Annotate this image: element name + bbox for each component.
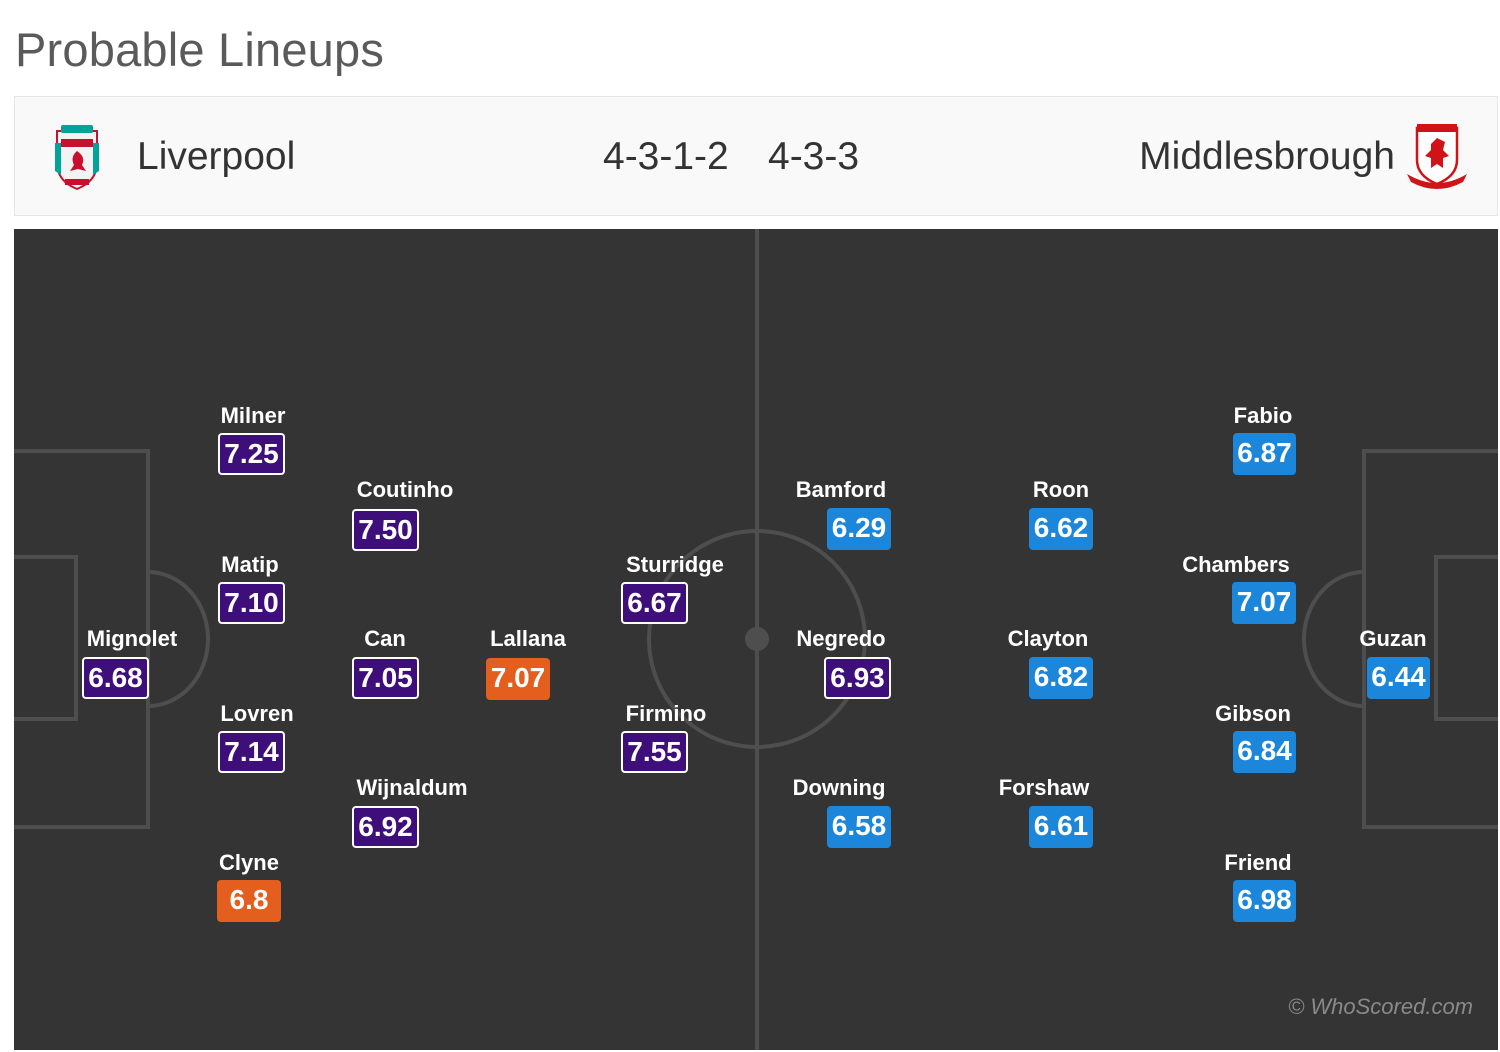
player-rating: 6.82: [1029, 657, 1093, 699]
liverpool-crest-icon: [55, 125, 99, 191]
player-name: Forshaw: [998, 775, 1090, 800]
player-rating: 6.87: [1233, 433, 1296, 475]
player-rating: 7.07: [1232, 582, 1296, 624]
player-name: Gibson: [1215, 701, 1291, 726]
player-rating: 6.67: [621, 582, 688, 624]
player-name: Roon: [1032, 477, 1090, 502]
player-name: Coutinho: [356, 477, 454, 502]
player-rating: 6.58: [827, 806, 891, 848]
player-name: Mignolet: [86, 626, 178, 651]
player-name: Firmino: [625, 701, 707, 726]
player-rating: 7.50: [352, 509, 419, 551]
player-name: Clayton: [1007, 626, 1089, 651]
player-name: Chambers: [1182, 552, 1290, 577]
player-name: Bamford: [795, 477, 887, 502]
player-name: Sturridge: [626, 552, 724, 577]
player-name: Fabio: [1233, 403, 1293, 428]
player-name: Lovren: [220, 701, 294, 726]
player-rating: 7.25: [218, 433, 285, 475]
player-name: Clyne: [219, 850, 279, 875]
home-team-name: Liverpool: [137, 135, 296, 178]
player-rating: 7.05: [352, 657, 419, 699]
player-name: Matip: [221, 552, 279, 577]
player-name: Milner: [220, 403, 286, 428]
player-rating: 7.55: [621, 731, 688, 773]
player-rating: 6.62: [1029, 508, 1093, 550]
player-name: Downing: [792, 775, 886, 800]
player-name: Friend: [1224, 850, 1292, 875]
watermark: © WhoScored.com: [1288, 994, 1473, 1019]
player-rating: 6.61: [1029, 806, 1093, 848]
player-rating: 6.68: [82, 657, 149, 699]
middlesbrough-crest-icon: [1407, 124, 1467, 189]
player-rating: 7.14: [218, 731, 285, 773]
away-formation: 4-3-3: [768, 135, 860, 178]
player-rating: 6.92: [352, 806, 419, 848]
player-rating: 6.84: [1233, 731, 1296, 773]
player-rating: 6.29: [827, 508, 891, 550]
player-name: Lallana: [490, 626, 566, 651]
away-team-name: Middlesbrough: [1139, 135, 1395, 178]
teams-header: Liverpool 4-3-1-2 4-3-3 Middlesbrough: [14, 96, 1498, 216]
player-name: Negredo: [796, 626, 886, 651]
player-rating: 7.10: [218, 582, 285, 624]
player-rating: 6.44: [1367, 657, 1430, 699]
player-rating: 7.07: [486, 658, 550, 700]
player-name: Can: [364, 626, 406, 651]
player-name: Wijnaldum: [356, 775, 468, 800]
pitch-markings: [14, 229, 1498, 1050]
page-title: Probable Lineups: [15, 23, 385, 76]
player-name: Guzan: [1359, 626, 1427, 651]
home-formation: 4-3-1-2: [603, 135, 729, 178]
player-rating: 6.8: [217, 880, 281, 922]
player-rating: 6.98: [1233, 880, 1296, 922]
player-rating: 6.93: [824, 657, 891, 699]
